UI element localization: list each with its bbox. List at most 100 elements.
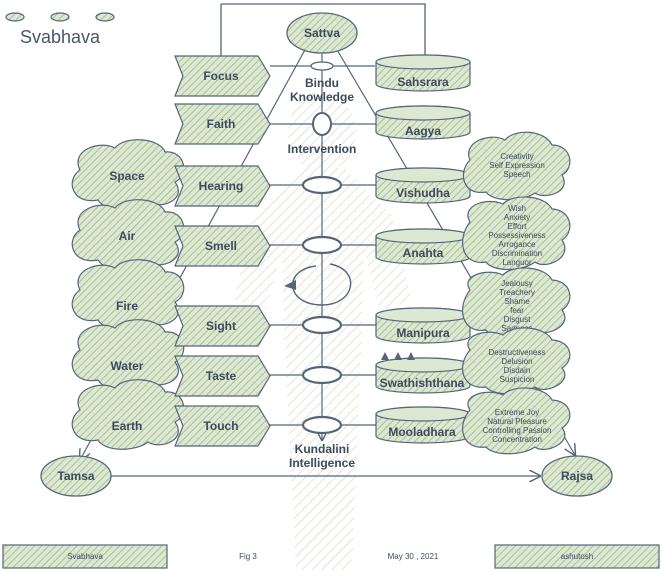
rajsa-label: Rajsa [561,469,593,483]
tag-smell: Smell [174,225,271,267]
aagya-node [312,112,332,136]
rajsa-node: Rajsa [541,455,613,497]
quality-2-line-2: Anxiety [504,213,530,222]
quality-3-line-3: Shame [504,297,530,306]
tag-focus: Focus [174,55,271,97]
anahta-node [301,235,343,255]
quality-cloud-2: Wish Anxiety Effort Possessiveness Arrog… [461,196,571,271]
quality-4-line-3: Disdain [504,366,531,375]
quality-cloud-4: Destructiveness Delusion Disdain Suspici… [461,327,571,395]
quality-1-line-1: Creativity [500,152,533,161]
kundalini-line1: Kundalini [295,442,350,456]
tag-sight: Sight [174,305,271,347]
vishudha-node [301,175,343,195]
quality-5-line-1: Extreme Joy [495,408,539,417]
chakra-vishudha: Vishudha [375,167,471,204]
chakra-label-swathishthana: Swathishthana [380,376,465,390]
chakra-mooladhara: Mooladhara [375,406,471,444]
chakra-label-sahsrara: Sahsrara [397,75,449,89]
chakra-label-vishudha: Vishudha [396,186,450,200]
tag-touch: Touch [174,405,271,447]
chakra-manipura: Manipura [375,307,471,344]
sattva-label: Sattva [304,26,340,40]
footer-right-label: ashutosh [561,552,593,561]
tag-label-touch: Touch [203,419,238,433]
quality-cloud-1: Creativity Self Expression Speech [462,131,571,201]
logo-marks [5,12,115,22]
quality-cloud-3: Jealousy Treachery Shame fear Disgust Sa… [461,267,571,339]
quality-5-line-3: Controlling Passion [483,426,552,435]
chakra-sahsrara: Sahsrara [375,54,471,92]
chakra-cylinders: Sahsrara Aagya Vishudha Anahta Manipura … [375,54,471,444]
quality-1-line-3: Speech [503,170,530,179]
tag-label-smell: Smell [205,239,237,253]
quality-2-line-4: Possessiveness [488,231,545,240]
mooladhara-node [301,415,343,435]
page-title: Svabhava [20,27,101,47]
element-cloud-earth: Earth [71,379,185,450]
bindu-label: Bindu Knowledge [290,76,354,104]
bindu-line1: Bindu [305,76,339,90]
tag-label-focus: Focus [203,69,239,83]
quality-2-line-5: Arrogance [499,240,536,249]
chakra-aagya: Aagya [375,105,471,140]
chakra-label-aagya: Aagya [405,124,441,138]
chakra-label-mooladhara: Mooladhara [388,425,456,439]
footer-left-label: Svabhava [67,552,103,561]
quality-3-line-4: fear [510,306,524,315]
element-clouds: Space Air Fire Water Earth [71,139,185,450]
bindu-node [310,61,334,71]
element-cloud-air: Air [71,199,185,270]
quality-2-line-6: Discrimination [492,249,542,258]
footer-left-box [2,544,168,569]
quality-clouds: Creativity Self Expression Speech Wish A… [461,131,571,455]
element-cloud-fire: Fire [71,259,185,330]
quality-4-line-2: Delusion [501,357,532,366]
quality-4-line-4: Suspicion [500,375,535,384]
quality-cloud-5: Extreme Joy Natural Pleasure Controlling… [461,387,571,455]
quality-5-line-4: Concentration [492,435,542,444]
tag-label-taste: Taste [206,369,237,383]
chakra-anahta: Anahta [375,228,471,265]
tamsa-label: Tamsa [57,469,94,483]
chakra-label-anahta: Anahta [403,246,444,260]
bindu-line2: Knowledge [290,90,354,104]
footer-date-label: May 30 , 2021 [388,552,439,561]
quality-2-line-7: Languor [502,258,532,267]
quality-2-line-1: Wish [508,204,526,213]
swirl-arrowhead-icon [284,280,296,290]
quality-3-line-5: Disgust [504,315,531,324]
tag-label-faith: Faith [207,117,236,131]
swathishthana-node [301,365,343,385]
quality-4-line-1: Destructiveness [489,348,546,357]
quality-5-line-2: Natural Pleasure [487,417,547,426]
intervention-label: Intervention [288,142,357,156]
footer: Svabhava Fig 3 May 30 , 2021 ashutosh [2,544,660,569]
footer-fig-label: Fig 3 [239,552,257,561]
element-label-air: Air [119,229,136,243]
spine-nodes [301,61,343,435]
manipura-node [301,315,343,335]
element-label-water: Water [111,359,144,373]
chakra-swathishthana: Swathishthana [375,357,471,394]
triangle-markers [381,352,415,360]
chakra-label-manipura: Manipura [396,326,450,340]
element-label-earth: Earth [112,419,143,433]
quality-3-line-1: Jealousy [501,279,533,288]
sattva-node: Sattva [286,12,358,54]
kundalini-line2: Intelligence [289,456,355,470]
tamsa-node: Tamsa [40,455,112,497]
tag-hearing: Hearing [174,165,271,207]
element-cloud-water: Water [71,319,185,390]
quality-2-line-3: Effort [508,222,528,231]
tag-label-hearing: Hearing [199,179,244,193]
tag-taste: Taste [174,355,271,397]
sense-tags: Focus Faith Hearing Smell Sight Taste To… [174,55,271,447]
footer-right-box [494,544,660,569]
tag-faith: Faith [174,103,271,145]
quality-1-line-2: Self Expression [489,161,545,170]
element-cloud-space: Space [71,139,185,210]
tag-label-sight: Sight [206,319,236,333]
quality-3-line-2: Treachery [499,288,535,297]
